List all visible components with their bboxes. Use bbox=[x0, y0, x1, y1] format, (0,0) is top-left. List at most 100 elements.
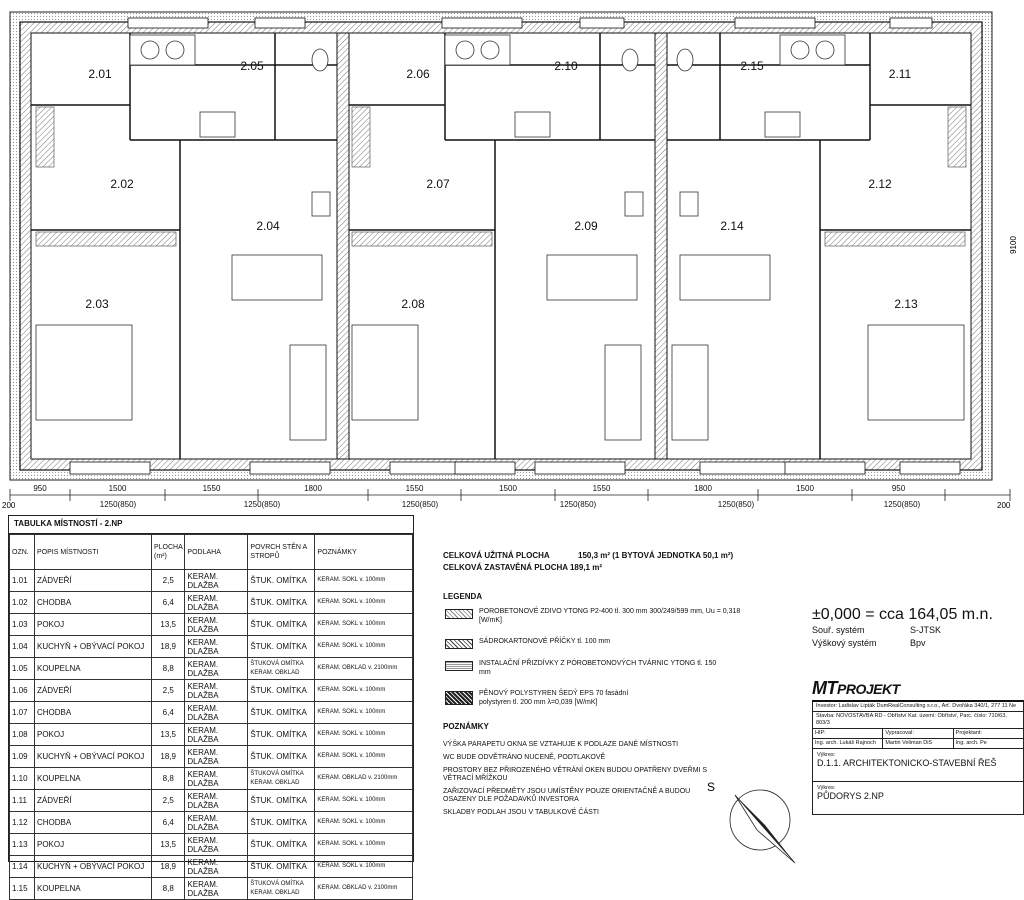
table-cell: KERAM. DLAŽBA bbox=[184, 745, 249, 768]
dimension-label: 1550 bbox=[406, 484, 424, 493]
room-label-2.11: 2.11 bbox=[889, 67, 912, 81]
table-cell: ŠTUK. OMÍTKA bbox=[247, 745, 316, 768]
party-wall bbox=[654, 32, 668, 460]
hatch-icon bbox=[445, 661, 473, 671]
table-cell: 1.02 bbox=[9, 591, 35, 614]
table-cell: KERAM. DLAŽBA bbox=[184, 833, 249, 856]
table-cell: ŠTUK. OMÍTKA bbox=[247, 679, 316, 702]
table-cell: KERAM. SOKL v. 100mm bbox=[314, 745, 413, 768]
table-cell: KUCHYŇ + OBÝVACÍ POKOJ bbox=[34, 635, 152, 658]
table-cell: 1.01 bbox=[9, 569, 35, 592]
table-cell: KERAM. SOKL v. 100mm bbox=[314, 701, 413, 724]
dimension-sub-label: 1250(850) bbox=[244, 500, 281, 509]
table-cell: 2,5 bbox=[150, 569, 186, 592]
table-cell: KERAM. DLAŽBA bbox=[184, 723, 249, 746]
table-cell: 18,9 bbox=[150, 745, 186, 768]
dimension-label: 950 bbox=[33, 484, 47, 493]
room-label-2.07: 2.07 bbox=[426, 177, 450, 191]
svg-text:S: S bbox=[707, 780, 715, 794]
hatch-icon bbox=[445, 639, 473, 649]
table-cell: KERAM. SOKL v. 100mm bbox=[314, 855, 413, 878]
table-cell: 1.05 bbox=[9, 657, 35, 680]
dimension-sub-label: 1250(850) bbox=[100, 500, 137, 509]
table-cell: KERAM. SOKL v. 100mm bbox=[314, 833, 413, 856]
table-cell: KERAM. DLAŽBA bbox=[184, 701, 249, 724]
column-header: POVRCH STĚN A STROPŮ bbox=[247, 534, 316, 570]
table-cell: KOUPELNA bbox=[34, 767, 152, 790]
table-cell: ŠTUK. OMÍTKA bbox=[247, 613, 316, 636]
table-cell: ŠTUK. OMÍTKA bbox=[247, 723, 316, 746]
table-cell: ŠTUK. OMÍTKA bbox=[247, 569, 316, 592]
table-cell: CHODBA bbox=[34, 701, 152, 724]
table-cell: KERAM. SOKL v. 100mm bbox=[314, 591, 413, 614]
drawing-name: Výkres:PŮDORYS 2.NP bbox=[812, 782, 1024, 815]
table-cell: ŠTUK. OMÍTKA bbox=[247, 789, 316, 812]
table-cell: 1.06 bbox=[9, 679, 35, 702]
table-cell: KERAM. DLAŽBA bbox=[184, 635, 249, 658]
party-wall bbox=[336, 32, 350, 460]
room-label-2.10: 2.10 bbox=[554, 59, 578, 73]
table-cell: KERAM. DLAŽBA bbox=[184, 877, 249, 900]
hatch-icon bbox=[445, 609, 473, 619]
table-cell: KUCHYŇ + OBÝVACÍ POKOJ bbox=[34, 745, 152, 768]
table-cell: 1.09 bbox=[9, 745, 35, 768]
usable-area-label: CELKOVÁ UŽITNÁ PLOCHA bbox=[443, 551, 550, 560]
note: WC BUDE ODVĚTRÁNO NUCENĚ, PODTLAKOVĚ bbox=[443, 754, 606, 761]
hatch-icon bbox=[445, 691, 473, 705]
table-cell: 18,9 bbox=[150, 855, 186, 878]
room-label-2.08: 2.08 bbox=[401, 297, 425, 311]
note: ZAŘIZOVACÍ PŘEDMĚTY JSOU UMÍSTĚNY POUZE … bbox=[443, 788, 691, 803]
table-cell: CHODBA bbox=[34, 591, 152, 614]
investor-field: Investor: Ladislav Lipták DumRealConsult… bbox=[812, 702, 1024, 712]
table-cell: 8,8 bbox=[150, 877, 186, 900]
table-cell: 8,8 bbox=[150, 767, 186, 790]
table-cell: ŠTUKOVÁ OMÍTKA KERAM. OBKLAD bbox=[247, 877, 316, 900]
legend: LEGENDA POROBETONOVÉ ZDIVO YTONG P2-400 … bbox=[443, 592, 763, 719]
dimension-sub-label: 1250(850) bbox=[560, 500, 597, 509]
note: VÝŠKA PARAPETU OKNA SE VZTAHUJE K PODLAZ… bbox=[443, 741, 679, 748]
staff-labels: HIP:Vypracoval:Projektant: bbox=[812, 729, 1024, 739]
table-cell: ZÁDVEŘÍ bbox=[34, 679, 152, 702]
table-cell: 2,5 bbox=[150, 679, 186, 702]
built-area: CELKOVÁ ZASTAVĚNÁ PLOCHA 189,1 m² bbox=[443, 563, 602, 572]
dimension-label: 1550 bbox=[593, 484, 611, 493]
table-cell: ŠTUKOVÁ OMÍTKA KERAM. OBKLAD bbox=[247, 657, 316, 680]
room-label-2.06: 2.06 bbox=[406, 67, 430, 81]
north-arrow-icon: S bbox=[707, 780, 796, 864]
table-title: TABULKA MÍSTNOSTÍ - 2.NP bbox=[9, 516, 413, 534]
table-cell: KERAM. DLAŽBA bbox=[184, 789, 249, 812]
table-cell: ŠTUK. OMÍTKA bbox=[247, 701, 316, 724]
room-label-2.13: 2.13 bbox=[894, 297, 918, 311]
coord-system-label: Souř. systém bbox=[812, 625, 865, 635]
table-cell: 6,4 bbox=[150, 701, 186, 724]
room-label-2.09: 2.09 bbox=[574, 219, 598, 233]
room-label-2.05: 2.05 bbox=[240, 59, 264, 73]
table-cell: 8,8 bbox=[150, 657, 186, 680]
table-cell: KERAM. SOKL v. 100mm bbox=[314, 613, 413, 636]
table-cell: KOUPELNA bbox=[34, 877, 152, 900]
legend-item: PĚNOVÝ POLYSTYREN ŠEDÝ EPS 70 fasádní po… bbox=[443, 689, 763, 719]
table-cell: KERAM. SOKL v. 100mm bbox=[314, 635, 413, 658]
title-block: MTPROJEKT Investor: Ladislav Lipták DumR… bbox=[812, 678, 1024, 860]
table-cell: ZÁDVEŘÍ bbox=[34, 789, 152, 812]
table-cell: 13,5 bbox=[150, 613, 186, 636]
table-cell: 1.11 bbox=[9, 789, 35, 812]
room-table: TABULKA MÍSTNOSTÍ - 2.NP OZN.POPIS MÍSTN… bbox=[8, 515, 414, 900]
table-cell: KUCHYŇ + OBÝVACÍ POKOJ bbox=[34, 855, 152, 878]
table-cell: 1.15 bbox=[9, 877, 35, 900]
table-cell: 1.07 bbox=[9, 701, 35, 724]
table-cell: KERAM. DLAŽBA bbox=[184, 613, 249, 636]
table-cell: 1.10 bbox=[9, 767, 35, 790]
dimension-label: 1500 bbox=[499, 484, 517, 493]
